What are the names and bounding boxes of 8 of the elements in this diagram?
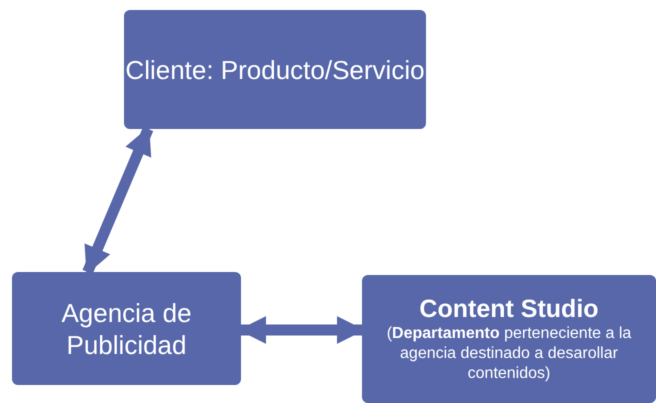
- box-heading: Content Studio: [419, 294, 599, 324]
- process-box: [362, 275, 656, 403]
- process-box: [124, 10, 426, 129]
- box-text: Cliente: Producto/Servicio: [125, 54, 425, 86]
- double-arrow: [82, 126, 154, 275]
- process-box: [12, 272, 241, 385]
- box-text: Agencia de Publicidad: [60, 296, 193, 360]
- box-text: (Departamento perteneciente a la agencia destinado a desarollar contenidos): [386, 324, 632, 384]
